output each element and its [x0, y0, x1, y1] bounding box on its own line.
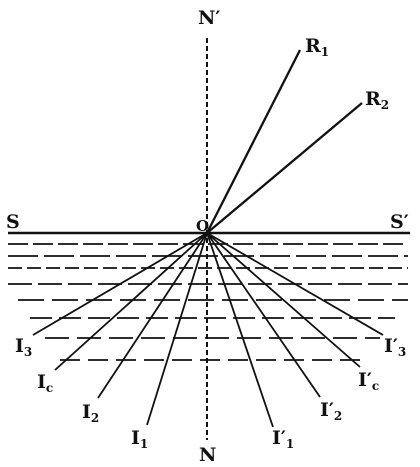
label-surface-left: S	[6, 211, 20, 233]
ray-I2	[97, 232, 208, 399]
label-I1p: I′1	[272, 427, 294, 451]
ray-I1	[146, 232, 208, 426]
label-I2: I2	[82, 401, 99, 425]
ray-R1	[205, 49, 302, 234]
label-origin: O	[196, 217, 209, 235]
label-normal-top: N′	[198, 7, 220, 29]
label-Icp: I′c	[358, 369, 379, 393]
label-R1: R1	[305, 35, 329, 59]
ray-I3p	[206, 232, 384, 336]
label-surface-right: S′	[390, 211, 409, 233]
refracted-rays	[32, 232, 384, 428]
ray-I3	[32, 232, 208, 336]
ray-R2	[206, 102, 363, 234]
ray-I2p	[206, 232, 321, 398]
label-I2p: I′2	[320, 399, 342, 423]
label-normal-bottom: N	[199, 444, 216, 466]
ray-Ic	[54, 232, 208, 371]
ray-I1p	[206, 232, 274, 428]
label-I1: I1	[131, 427, 148, 451]
label-R2: R2	[365, 88, 389, 112]
ray-Icp	[206, 232, 361, 368]
label-I3: I3	[15, 335, 32, 359]
label-I3p: I′3	[384, 335, 406, 359]
label-Ic: Ic	[37, 371, 53, 395]
